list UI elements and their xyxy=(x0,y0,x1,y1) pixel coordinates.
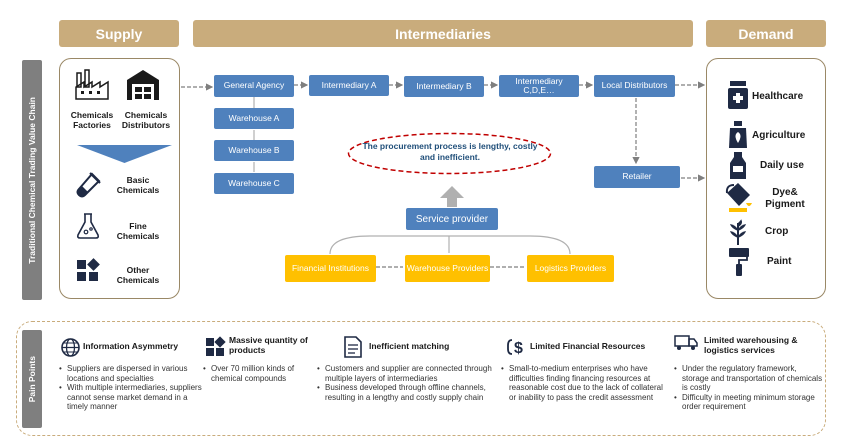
bullet: Customers and supplier are connected thr… xyxy=(317,364,495,383)
service-provider-box: Service provider xyxy=(406,208,498,230)
paint-roller-icon xyxy=(729,248,749,276)
callout-text: The procurement process is lengthy, cost… xyxy=(362,141,538,162)
dye-pigment-label: Dye& Pigment xyxy=(765,187,805,210)
pain-title-limited-financial: Limited Financial Resources xyxy=(530,341,646,351)
blocks-icon xyxy=(77,258,100,281)
warehouse-b-box: Warehouse B xyxy=(214,140,294,161)
test-tube-icon xyxy=(76,172,101,198)
fine-chemicals-label: Fine Chemicals xyxy=(116,221,160,242)
intermediaries-header: Intermediaries xyxy=(193,20,693,47)
pain-bullets-information-asymmetry: Suppliers are dispersed in various locat… xyxy=(59,364,206,412)
local-distributors-box: Local Distributors xyxy=(594,75,675,97)
bullet: Over 70 million kinds of chemical compou… xyxy=(203,364,311,383)
supply-header: Supply xyxy=(59,20,179,47)
pain-bullets-limited-financial: Small-to-medium enterprises who have dif… xyxy=(501,364,671,402)
warehouse-a-box: Warehouse A xyxy=(214,108,294,129)
flask-icon xyxy=(76,213,100,239)
bullet: Small-to-medium enterprises who have dif… xyxy=(501,364,671,402)
document-icon xyxy=(344,336,362,358)
funnel-triangle xyxy=(77,145,172,163)
bullet: Suppliers are dispersed in various locat… xyxy=(59,364,206,383)
warehouse-icon xyxy=(127,70,159,100)
other-chemicals-label: Other Chemicals xyxy=(116,265,160,286)
pain-points-panel xyxy=(16,321,826,436)
daily-use-label: Daily use xyxy=(760,160,804,171)
intermediary-a-box: Intermediary A xyxy=(309,75,389,96)
warehouse-c-box: Warehouse C xyxy=(214,173,294,194)
retailer-box: Retailer xyxy=(594,166,680,188)
bullet: Business developed through offline chann… xyxy=(317,383,495,402)
warehouse-providers-box: Warehouse Providers xyxy=(405,255,490,282)
basic-chemicals-label: Basic Chemicals xyxy=(116,175,160,196)
dollar-icon: $ xyxy=(507,339,523,357)
financial-institutions-box: Financial Institutions xyxy=(285,255,376,282)
supply-panel xyxy=(59,58,180,299)
fertilizer-icon xyxy=(729,121,747,148)
jar-icon xyxy=(730,152,746,179)
pain-bullets-inefficient-matching: Customers and supplier are connected thr… xyxy=(317,364,495,402)
value-chain-bar xyxy=(22,60,42,300)
demand-header: Demand xyxy=(706,20,826,47)
factory-icon xyxy=(75,69,109,100)
pain-points-bar: Pain Points xyxy=(22,330,42,428)
globe-icon xyxy=(61,338,80,357)
demand-panel xyxy=(706,58,826,299)
grid-icon xyxy=(206,336,226,356)
pain-title-information-asymmetry: Information Asymmetry xyxy=(83,341,179,351)
truck-icon xyxy=(674,335,698,350)
agriculture-label: Agriculture xyxy=(752,130,806,141)
intermediary-b-box: Intermediary B xyxy=(404,76,484,97)
factories-label: Chemicals Factories xyxy=(70,110,114,131)
bullet: Difficulty in meeting minimum storage or… xyxy=(674,393,824,412)
medical-bottle-icon xyxy=(728,81,748,109)
pain-title-massive-quantity: Massive quantity of products xyxy=(229,335,308,355)
bullet: With multiple intermediaries, suppliers … xyxy=(59,383,206,412)
bullet: Under the regulatory framework, storage … xyxy=(674,364,824,393)
paint-label: Paint xyxy=(767,256,792,267)
pain-bullets-limited-warehousing: Under the regulatory framework, storage … xyxy=(674,364,824,412)
healthcare-label: Healthcare xyxy=(752,91,804,102)
intermediary-cde-box: Intermediary C,D,E… xyxy=(499,75,579,97)
pain-title-inefficient-matching: Inefficient matching xyxy=(369,341,450,351)
callout-ellipse xyxy=(347,132,552,175)
pain-points-label: Pain Points xyxy=(27,355,37,403)
svg-text:$: $ xyxy=(514,340,523,357)
logistics-providers-box: Logistics Providers xyxy=(527,255,614,282)
crop-label: Crop xyxy=(765,226,789,237)
distributors-label: Chemicals Distributors xyxy=(121,110,171,131)
paint-bucket-icon xyxy=(725,183,752,212)
general-agency-box: General Agency xyxy=(214,75,294,97)
pain-bullets-massive-quantity: Over 70 million kinds of chemical compou… xyxy=(203,364,311,383)
pain-title-limited-warehousing: Limited warehousing & logistics services xyxy=(704,335,798,355)
plant-icon xyxy=(730,219,746,245)
